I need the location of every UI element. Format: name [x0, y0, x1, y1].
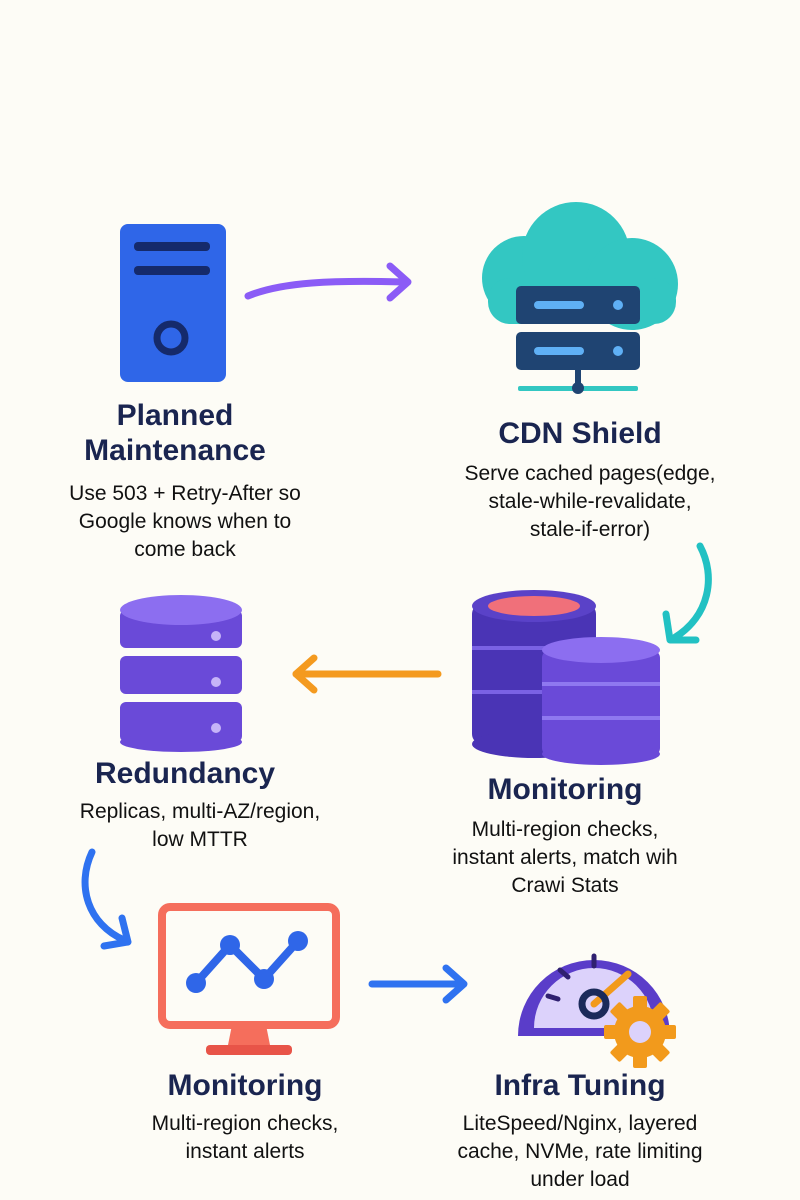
node-desc-monitoring-db: Multi-region checks, instant alerts, mat… — [452, 818, 678, 897]
cloud-server-icon — [482, 202, 678, 394]
node-title-redundancy: Redundancy — [94, 757, 276, 790]
arrow-redundancy-to-monitor — [81, 848, 132, 950]
node-desc-redundancy: Replicas, multi-AZ/region, low MTTR — [79, 800, 321, 851]
server-tower-icon — [120, 224, 226, 382]
node-desc-planned-maintenance: Use 503 + Retry-After so Google knows wh… — [69, 482, 301, 561]
arrow-monitor-to-infra — [368, 964, 468, 1004]
node-desc-cdn-shield: Serve cached pages(edge, stale-while-rev… — [464, 462, 716, 541]
node-desc-infra-tuning: LiteSpeed/Nginx, layered cache, NVMe, ra… — [457, 1112, 703, 1191]
node-title-cdn-shield: CDN Shield — [498, 417, 662, 450]
node-title-planned-maintenance: Planned Maintenance — [84, 399, 266, 467]
arrow-cdn-to-monitoring — [662, 542, 712, 644]
node-title-infra-tuning: Infra Tuning — [494, 1069, 666, 1102]
node-title-monitoring-db: Monitoring — [487, 773, 643, 806]
arrow-monitoring-to-redundancy — [292, 654, 442, 694]
monitor-chart-icon — [158, 903, 340, 1055]
database-stack-icon — [472, 590, 660, 765]
node-desc-monitoring-screen: Multi-region checks, instant alerts — [151, 1112, 339, 1163]
database-icon — [120, 595, 242, 752]
arrow-maintenance-to-cdn — [244, 262, 412, 302]
node-title-monitoring-screen: Monitoring — [167, 1069, 323, 1102]
speed-gauge-gear-icon — [518, 953, 676, 1068]
